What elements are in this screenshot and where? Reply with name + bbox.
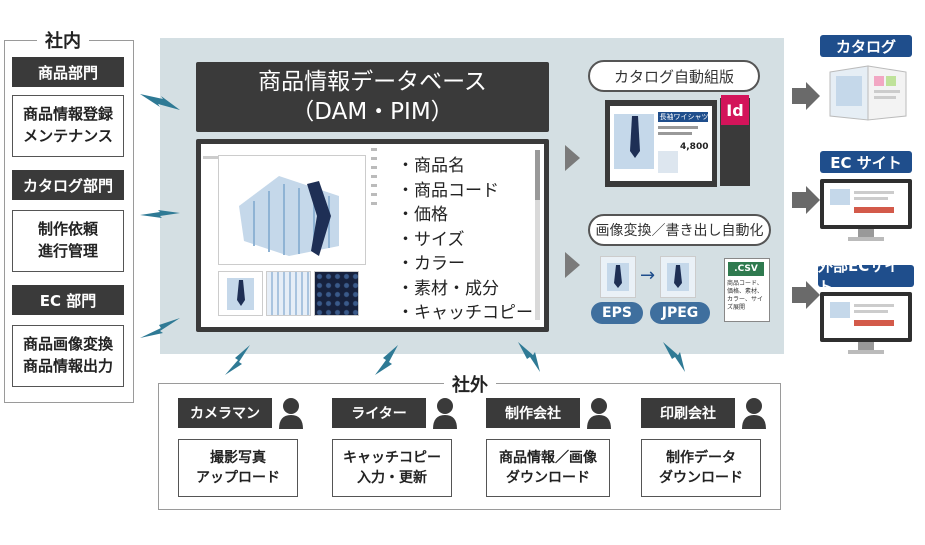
screen-toolbar bbox=[203, 146, 353, 160]
process-arrows bbox=[565, 145, 580, 278]
internal-title: 社内 bbox=[37, 27, 89, 53]
task-line: アップロード bbox=[196, 470, 280, 486]
dept-catalog-tasks: 制作依頼 進行管理 bbox=[12, 210, 124, 272]
person-icon bbox=[742, 398, 766, 429]
thumbnail-shirt bbox=[218, 271, 263, 316]
bolt-icon bbox=[140, 94, 180, 110]
shirt-icon bbox=[227, 278, 254, 310]
external-title: 社外 bbox=[444, 371, 496, 397]
dept-ec: EC 部門 bbox=[12, 285, 124, 315]
output-external-ec-site: 外部ECサイト bbox=[818, 257, 914, 296]
task-line: 商品情報登録 bbox=[22, 105, 113, 124]
catalog-preview-shirt bbox=[614, 112, 708, 173]
shirt-icon bbox=[667, 263, 689, 291]
bolt-icon bbox=[518, 342, 540, 372]
catalog-book-icon bbox=[826, 62, 910, 124]
task-line: ダウンロード bbox=[659, 470, 743, 486]
task-line: ダウンロード bbox=[506, 470, 590, 486]
dept-ec-tasks: 商品画像変換 商品情報出力 bbox=[12, 325, 124, 387]
catalog-preview-header: 長袖ワイシャツ bbox=[659, 113, 709, 121]
partner-writer-tasks: キャッチコピー 入力・更新 bbox=[332, 439, 452, 497]
thumbnail-fabric bbox=[266, 271, 311, 316]
format-eps: EPS bbox=[591, 302, 643, 324]
bolt-icon bbox=[225, 345, 250, 375]
screen-side-toolbar bbox=[371, 148, 377, 208]
arrow-right-icon bbox=[792, 82, 820, 110]
task-line: 撮影写真 bbox=[210, 449, 266, 466]
monitor-icon bbox=[820, 292, 912, 354]
partner-cameraman: カメラマン bbox=[178, 398, 272, 428]
jpeg-image bbox=[660, 256, 696, 298]
arrow-right-icon bbox=[792, 281, 820, 309]
image-conversion-label: 画像変換／書き出し自動化 bbox=[588, 214, 771, 246]
partner-printing-company: 印刷会社 bbox=[641, 398, 735, 428]
partner-printing-tasks: 制作データ ダウンロード bbox=[641, 439, 761, 497]
person-icon bbox=[433, 398, 457, 429]
database-title: 商品情報データベース （DAM・PIM） bbox=[196, 62, 549, 132]
output-catalog: カタログ bbox=[820, 35, 912, 57]
feature-item: ・商品名 bbox=[397, 156, 465, 176]
feature-item: ・カラー bbox=[397, 254, 465, 274]
output-ec-site: EC サイト bbox=[820, 151, 912, 173]
dept-product: 商品部門 bbox=[12, 57, 124, 87]
catalog-preview bbox=[610, 106, 712, 181]
book-icon bbox=[829, 65, 907, 121]
task-line: 入力・更新 bbox=[357, 470, 427, 486]
partner-production-tasks: 商品情報／画像 ダウンロード bbox=[486, 439, 610, 497]
partner-production-company: 制作会社 bbox=[486, 398, 580, 428]
dept-product-tasks: 商品情報登録 メンテナンス bbox=[12, 95, 124, 157]
feature-item: ・素材・成分 bbox=[397, 278, 499, 299]
partner-cameraman-tasks: 撮影写真 アップロード bbox=[178, 439, 298, 497]
shirt-tie-icon bbox=[239, 176, 339, 256]
catalog-typesetting-label: カタログ自動組版 bbox=[588, 60, 760, 92]
output-arrows bbox=[792, 82, 820, 309]
bolt-icon bbox=[140, 210, 180, 218]
dept-catalog: カタログ部門 bbox=[12, 170, 124, 200]
bolt-icon bbox=[140, 318, 180, 338]
arrow-right-icon bbox=[565, 252, 580, 278]
person-icon bbox=[279, 398, 303, 429]
thumbnail-tie-pattern bbox=[314, 271, 359, 316]
task-line: 商品画像変換 bbox=[22, 335, 113, 354]
feature-item: ・キャッチコピー bbox=[397, 303, 533, 323]
database-title-line1: 商品情報データベース bbox=[258, 69, 487, 95]
eps-image bbox=[600, 256, 636, 298]
monitor-icon bbox=[820, 179, 912, 241]
bolt-icon bbox=[375, 345, 398, 375]
arrow-right-icon bbox=[792, 186, 820, 214]
feature-item: ・サイズ bbox=[397, 229, 465, 250]
main-product-image bbox=[218, 155, 366, 265]
task-line: 商品情報出力 bbox=[22, 357, 113, 375]
task-line: メンテナンス bbox=[23, 127, 113, 145]
convert-arrow-icon: → bbox=[640, 265, 656, 286]
arrow-right-icon bbox=[565, 145, 580, 171]
task-line: 制作依頼 bbox=[37, 220, 98, 239]
database-title-line2: （DAM・PIM） bbox=[291, 99, 454, 125]
indesign-icon: Id bbox=[721, 95, 749, 125]
partner-writer: ライター bbox=[332, 398, 426, 428]
feature-item: ・商品コード bbox=[397, 180, 499, 201]
ec-monitor-icon bbox=[818, 177, 914, 243]
csv-content: 商品コード、価格、素材、カラー、サイズ展開 bbox=[727, 280, 764, 311]
task-line: キャッチコピー bbox=[343, 449, 441, 466]
task-line: 商品情報／画像 bbox=[499, 449, 597, 466]
feature-list: ・商品名 ・商品コード ・価格 ・サイズ ・カラー ・素材・成分 ・キャッチコピ… bbox=[397, 154, 533, 326]
task-line: 進行管理 bbox=[37, 242, 98, 260]
format-jpeg: JPEG bbox=[650, 302, 710, 324]
feature-item: ・価格 bbox=[397, 205, 448, 225]
task-line: 制作データ bbox=[666, 449, 736, 466]
screen-scroll-thumb bbox=[535, 150, 540, 200]
bolt-icon bbox=[663, 342, 685, 372]
csv-label: .CSV bbox=[728, 262, 764, 276]
shirt-icon bbox=[607, 263, 629, 291]
catalog-preview-price: 4,800 bbox=[680, 142, 709, 152]
screen-scrollbar bbox=[535, 150, 540, 320]
external-ec-monitor-icon bbox=[818, 290, 914, 356]
person-icon bbox=[587, 398, 611, 429]
